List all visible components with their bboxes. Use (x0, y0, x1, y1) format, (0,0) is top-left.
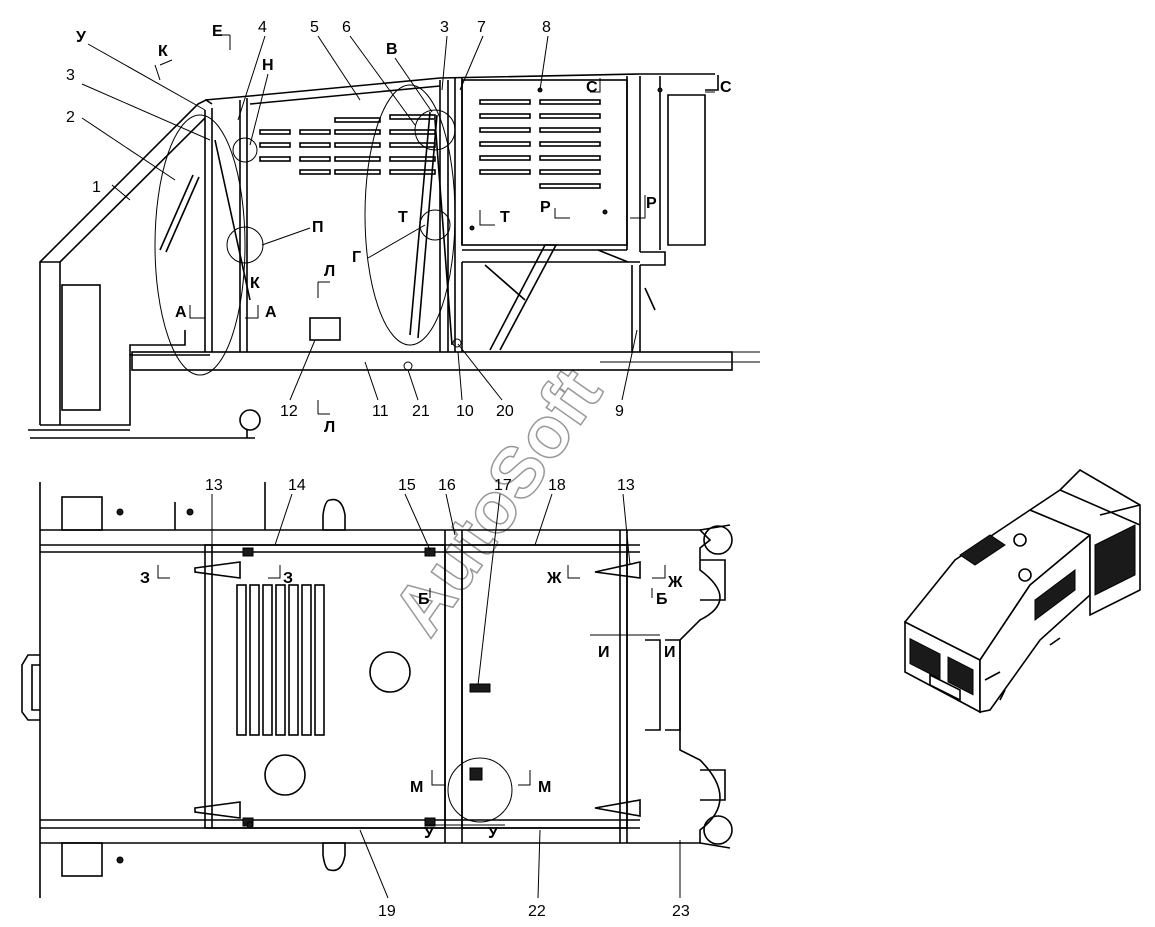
callout: 22 (528, 903, 546, 920)
section-mark: У (488, 825, 499, 842)
callout: 7 (477, 19, 486, 36)
section-mark: С (720, 79, 732, 96)
section-mark: Р (646, 195, 657, 212)
callout: 14 (288, 477, 306, 494)
louvres-top (236, 584, 325, 736)
roof-line (204, 73, 715, 101)
section-mark: Л (324, 263, 335, 280)
callout: 13 (205, 477, 223, 494)
section-mark: М (410, 779, 423, 796)
hinge-13-right-top (594, 561, 641, 579)
louvres-box-8 (479, 99, 601, 189)
callout: 15 (398, 477, 416, 494)
callout: 2 (66, 109, 75, 126)
section-mark: П (312, 219, 324, 236)
section-mark: З (140, 570, 150, 587)
callout: 13 (617, 477, 635, 494)
iso-top-louvres (959, 534, 1006, 566)
detail-circle-g (419, 209, 451, 241)
top-view-labels: 13 14 15 16 17 18 13 23 22 19 З З Б Б Ж … (140, 477, 690, 920)
section-mark: В (386, 41, 398, 58)
watermark: AutoSoft (377, 354, 618, 650)
section-mark: К (250, 275, 260, 292)
callout: 3 (440, 19, 449, 36)
iso-side-louvres (1034, 569, 1076, 621)
section-mark: Ж (667, 574, 683, 591)
section-mark: У (76, 29, 87, 46)
detail-circle-m (447, 757, 513, 823)
section-mark: Р (540, 199, 551, 216)
section-mark: Т (500, 209, 510, 226)
section-mark: Г (352, 249, 361, 266)
side-lower-housing (39, 261, 61, 425)
callout: 1 (92, 179, 101, 196)
tyre-left-bottom (61, 842, 103, 877)
callout: 21 (412, 403, 430, 420)
callout: 19 (378, 903, 396, 920)
callout: 5 (310, 19, 319, 36)
frame-beam-11 (131, 351, 733, 371)
detail-circle-left (154, 114, 246, 376)
section-mark: Б (418, 591, 430, 608)
round-port-upper (369, 651, 411, 693)
gas-strut-2 (159, 174, 194, 251)
louvres-panel-5 (259, 114, 436, 175)
callout: 17 (494, 477, 512, 494)
tyre-left-top (61, 496, 103, 531)
callout: 9 (615, 403, 624, 420)
section-mark: И (598, 644, 610, 661)
callout: 16 (438, 477, 456, 494)
section-mark: Б (656, 591, 668, 608)
section-mark: А (265, 304, 277, 321)
side-view-labels: 1 2 3 4 5 6 3 7 8 9 10 11 12 21 20 У К Е… (66, 19, 732, 436)
section-mark: У (424, 825, 435, 842)
hinge-13-left-bottom (194, 801, 241, 819)
top-view (21, 482, 733, 898)
detail-circle-b (414, 109, 456, 151)
callout: 10 (456, 403, 474, 420)
section-mark: С (586, 79, 598, 96)
detail-circle-n (232, 137, 258, 163)
hatch-12 (309, 317, 341, 341)
isometric-view (903, 468, 1141, 714)
detail-circle-right (364, 84, 456, 346)
section-mark: А (175, 304, 187, 321)
watermark-text: AutoSoft (378, 354, 618, 649)
callout: 6 (342, 19, 351, 36)
latch-17 (469, 683, 491, 693)
callout: 3 (66, 67, 75, 84)
section-mark: М (538, 779, 551, 796)
side-view (28, 34, 760, 439)
hinge-13-right-bottom (594, 799, 641, 817)
section-mark: К (158, 43, 168, 60)
section-mark: З (283, 570, 293, 587)
callout: 8 (542, 19, 551, 36)
callout: 18 (548, 477, 566, 494)
side-window (61, 284, 101, 411)
callout: 12 (280, 403, 298, 420)
callout: 4 (258, 19, 267, 36)
callout: 20 (496, 403, 514, 420)
section-mark: Л (324, 419, 335, 436)
section-mark: Е (212, 23, 223, 40)
round-knob (239, 409, 261, 431)
hinge-13-left-top (194, 561, 241, 579)
callout: 11 (372, 403, 389, 420)
section-mark: Т (398, 209, 408, 226)
round-port-lower (264, 754, 306, 796)
section-mark: И (664, 644, 676, 661)
callout: 23 (672, 903, 690, 920)
section-mark: Н (262, 57, 274, 74)
section-mark: Ж (546, 570, 562, 587)
